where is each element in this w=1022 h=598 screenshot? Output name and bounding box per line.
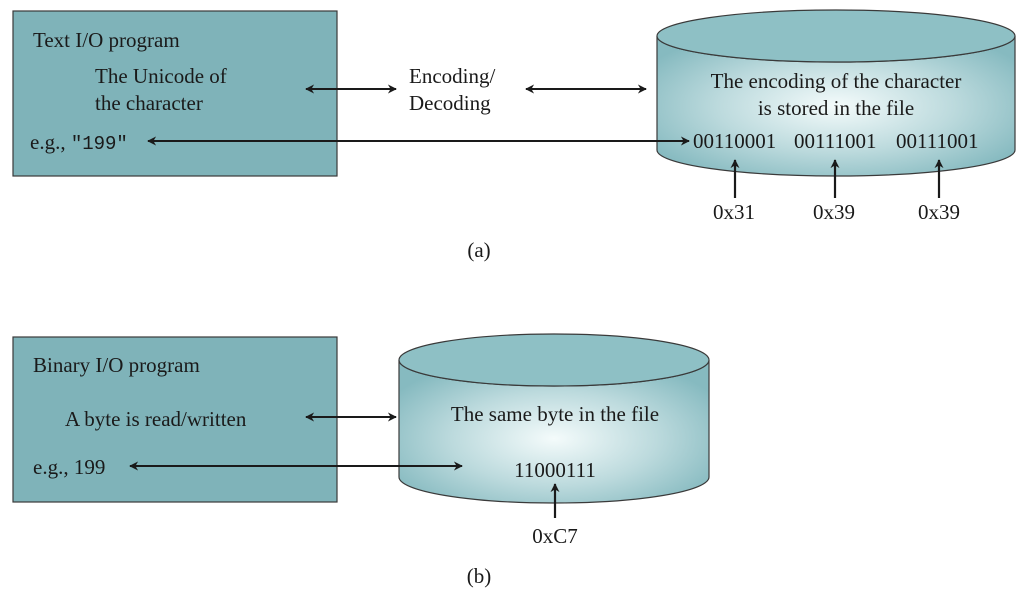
caption-a: (a) xyxy=(467,238,490,262)
unicode-label-line2: the character xyxy=(95,91,203,115)
file-cylinder-b xyxy=(398,333,710,504)
file-a-text-line1: The encoding of the character xyxy=(711,69,962,93)
byte-read-written-label: A byte is read/written xyxy=(65,407,247,431)
hex-label-b: 0xC7 xyxy=(532,524,578,548)
hex-label-3: 0x39 xyxy=(918,200,960,224)
unicode-label-line1: The Unicode of xyxy=(95,64,227,88)
hex-label-2: 0x39 xyxy=(813,200,855,224)
byte-2: 00111001 xyxy=(794,129,876,153)
file-a-text-line2: is stored in the file xyxy=(758,96,914,120)
binary-io-program-box xyxy=(12,336,338,503)
encoding-decoding-line2: Decoding xyxy=(409,91,491,115)
binary-io-program-title: Binary I/O program xyxy=(33,353,200,377)
part-a: Text I/O program The Unicode of the char… xyxy=(12,9,1016,262)
file-cylinder-a xyxy=(656,9,1016,177)
hex-label-1: 0x31 xyxy=(713,200,755,224)
file-b-text: The same byte in the file xyxy=(451,402,659,426)
file-b-byte: 11000111 xyxy=(514,458,596,482)
part-b: Binary I/O program A byte is read/writte… xyxy=(12,333,710,588)
encoding-decoding-line1: Encoding/ xyxy=(409,64,495,88)
caption-b: (b) xyxy=(467,564,492,588)
text-io-program-title: Text I/O program xyxy=(33,28,180,52)
byte-1: 00110001 xyxy=(693,129,776,153)
file-a-bytes: 00110001 00111001 00111001 xyxy=(693,129,978,153)
text-io-program-box xyxy=(12,10,338,177)
byte-3: 00111001 xyxy=(896,129,978,153)
text-example-label: e.g., "199" xyxy=(30,130,128,155)
binary-example-label: e.g., 199 xyxy=(33,455,105,479)
